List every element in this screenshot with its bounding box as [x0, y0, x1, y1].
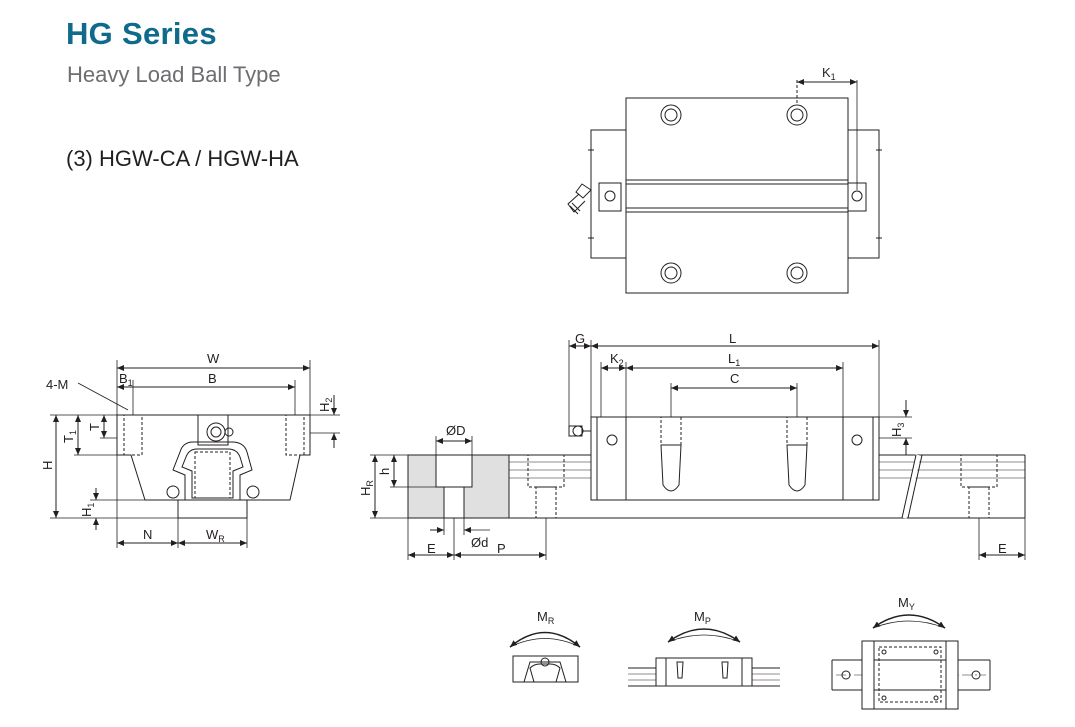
- dim-phi-d-small: Ød: [471, 535, 488, 550]
- top-view: [567, 78, 882, 294]
- dim-4m: 4-M: [46, 377, 68, 392]
- bolt-shank: [660, 444, 682, 492]
- bolt-shank: [786, 444, 808, 492]
- grease-fitting-front: [206, 422, 226, 442]
- dim-h3: H3: [889, 423, 906, 437]
- dim-b: B: [208, 371, 217, 386]
- dim-l: L: [729, 331, 736, 346]
- block-body-top: [625, 97, 849, 294]
- dim-h1: H1: [79, 503, 96, 517]
- dim-l1: L1: [728, 351, 740, 368]
- dim-b1: B1: [119, 371, 133, 388]
- moment-mr: [509, 631, 581, 683]
- dim-n: N: [143, 527, 152, 542]
- block-side: [590, 416, 880, 501]
- dim-wr: WR: [206, 527, 225, 544]
- dim-e-right: E: [998, 541, 1007, 556]
- dim-p: P: [497, 541, 506, 556]
- dim-e-left: E: [427, 541, 436, 556]
- dim-h2: H2: [317, 398, 334, 412]
- screw: [246, 485, 260, 499]
- front-view: [50, 360, 340, 548]
- end-cap-left: [590, 129, 627, 259]
- dim-k1: K1: [822, 65, 836, 82]
- bolt-hole: [786, 262, 808, 284]
- bolt-hole: [660, 262, 682, 284]
- moment-mp: [628, 628, 780, 687]
- side-view: [370, 340, 1026, 560]
- dim-c: C: [730, 371, 739, 386]
- block-profile: [116, 414, 311, 501]
- dim-h-small: h: [377, 468, 392, 475]
- dim-t: T: [87, 423, 102, 431]
- moment-mp-label: MP: [694, 609, 711, 626]
- page-title: HG Series: [66, 16, 217, 51]
- page-subtitle: Heavy Load Ball Type: [67, 62, 281, 87]
- dim-hr: HR: [358, 480, 375, 496]
- moment-my-label: MY: [898, 595, 915, 612]
- dim-t1: T1: [61, 430, 78, 443]
- dim-h: H: [40, 461, 55, 470]
- bolt-hole: [660, 104, 682, 126]
- bolt-hole: [786, 104, 808, 126]
- section-heading: (3) HGW-CA / HGW-HA: [66, 146, 299, 171]
- grease-nipple: [567, 183, 592, 215]
- moment-mr-label: MR: [537, 609, 555, 626]
- dim-g: G: [575, 331, 585, 346]
- dim-k2: K2: [610, 351, 624, 368]
- dim-w: W: [207, 351, 220, 366]
- dim-phi-d-big: ØD: [446, 423, 466, 438]
- screw: [166, 485, 180, 499]
- rail-profile: [177, 500, 248, 519]
- moment-my: [831, 614, 991, 710]
